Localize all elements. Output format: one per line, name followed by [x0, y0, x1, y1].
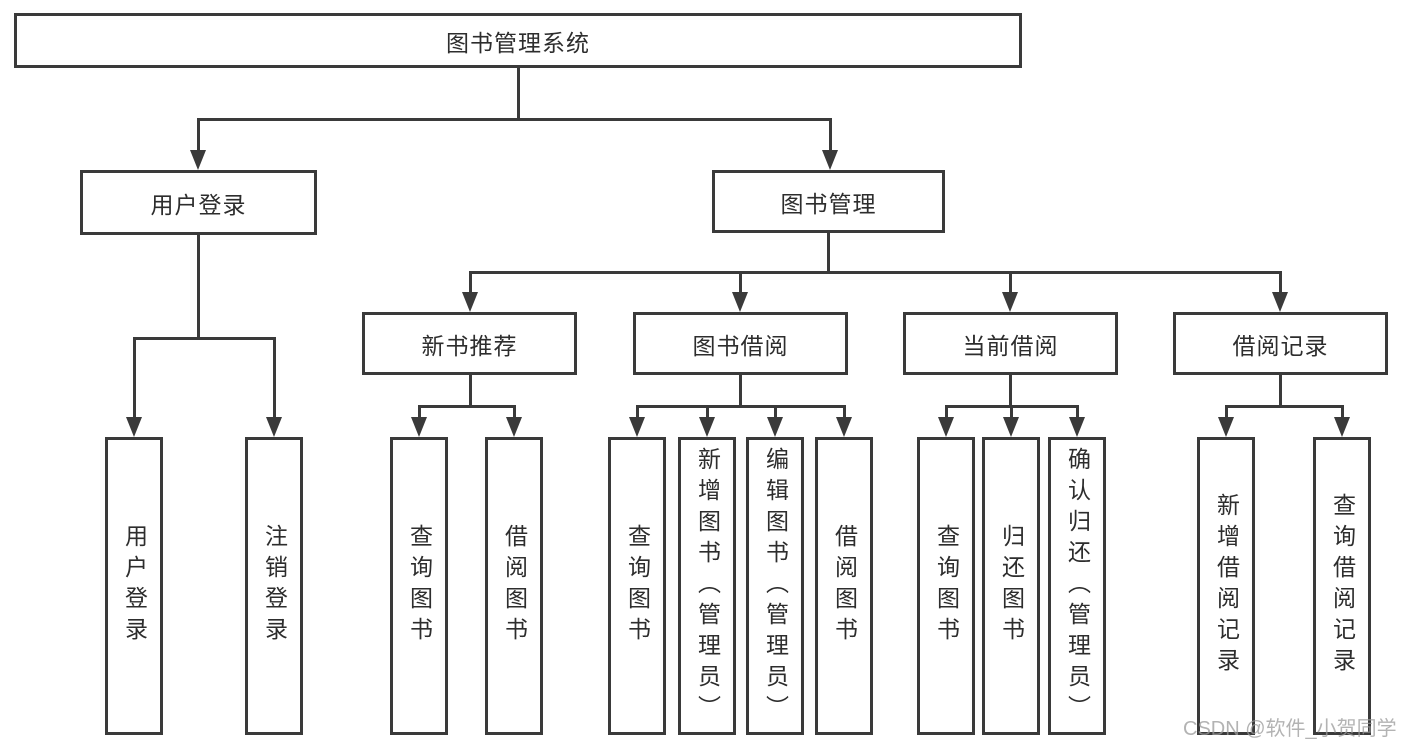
- connector-borrow-record-rail: [1224, 405, 1344, 408]
- leaf-rec-borrow-book-label: 借阅图书: [501, 524, 528, 648]
- leaf-user-login: 用户登录: [105, 437, 163, 735]
- arrowhead-ul-login: [126, 417, 142, 437]
- arrowhead-cb-return: [1003, 417, 1019, 437]
- leaf-br-query-record-label: 查询借阅记录: [1329, 493, 1356, 679]
- arrowhead-bb-query: [629, 417, 645, 437]
- connector-drop-user-login: [196, 118, 200, 152]
- connector-current-borrow-stem: [1008, 375, 1012, 408]
- connector-drop-ul-logout: [272, 337, 276, 419]
- leaf-bb-add-book: 新增图书（管理员）: [678, 437, 736, 735]
- leaf-bb-query-book-label: 查询图书: [624, 524, 651, 648]
- node-current-borrow: 当前借阅: [903, 312, 1118, 375]
- leaf-bb-borrow-book: 借阅图书: [815, 437, 873, 735]
- leaf-cb-query-book: 查询图书: [917, 437, 975, 735]
- node-new-book-rec-label: 新书推荐: [421, 332, 518, 359]
- arrowhead-nr-query: [411, 417, 427, 437]
- leaf-bb-borrow-book-label: 借阅图书: [831, 524, 858, 648]
- leaf-cb-return-book-label: 归还图书: [998, 524, 1025, 648]
- node-borrow-record: 借阅记录: [1173, 312, 1388, 375]
- leaf-rec-query-book-label: 查询图书: [406, 524, 433, 648]
- connector-borrow-record-stem: [1278, 375, 1282, 408]
- leaf-user-login-label: 用户登录: [121, 524, 148, 648]
- connector-drop-current-borrow: [1008, 271, 1012, 295]
- connector-root-rail: [196, 118, 832, 121]
- connector-user-login-stem: [196, 235, 200, 340]
- arrowhead-bb-edit: [767, 417, 783, 437]
- arrowhead-borrow-record: [1272, 292, 1288, 312]
- connector-user-login-rail: [132, 337, 276, 340]
- leaf-logout: 注销登录: [245, 437, 303, 735]
- csdn-watermark: CSDN @软件_小贺同学: [1183, 718, 1397, 740]
- leaf-br-add-record-label: 新增借阅记录: [1213, 493, 1240, 679]
- node-root: 图书管理系统: [14, 13, 1022, 68]
- connector-drop-cb-confirm: [1075, 405, 1079, 421]
- arrowhead-bb-add: [699, 417, 715, 437]
- arrowhead-bb-borrow: [836, 417, 852, 437]
- connector-drop-cb-query: [944, 405, 948, 421]
- arrowhead-br-add: [1218, 417, 1234, 437]
- connector-new-book-rec-rail: [417, 405, 516, 408]
- connector-drop-br-add: [1224, 405, 1228, 421]
- arrowhead-nr-borrow: [506, 417, 522, 437]
- node-user-login: 用户登录: [80, 170, 317, 235]
- leaf-bb-add-book-label: 新增图书（管理员）: [694, 446, 721, 726]
- connector-book-borrow-stem: [738, 375, 742, 408]
- arrowhead-br-query: [1334, 417, 1350, 437]
- node-new-book-rec: 新书推荐: [362, 312, 577, 375]
- leaf-bb-edit-book-label: 编辑图书（管理员）: [762, 446, 789, 726]
- node-user-login-label: 用户登录: [150, 191, 247, 218]
- arrowhead-ul-logout: [266, 417, 282, 437]
- leaf-cb-return-book: 归还图书: [982, 437, 1040, 735]
- arrowhead-new-book-rec: [462, 292, 478, 312]
- connector-drop-ul-login: [132, 337, 136, 419]
- leaf-br-add-record: 新增借阅记录: [1197, 437, 1255, 735]
- leaf-cb-query-book-label: 查询图书: [933, 524, 960, 648]
- leaf-br-query-record: 查询借阅记录: [1313, 437, 1371, 735]
- leaf-rec-borrow-book: 借阅图书: [485, 437, 543, 735]
- leaf-bb-edit-book: 编辑图书（管理员）: [746, 437, 804, 735]
- leaf-cb-confirm-return: 确认归还（管理员）: [1048, 437, 1106, 735]
- leaf-cb-confirm-return-label: 确认归还（管理员）: [1064, 446, 1091, 726]
- leaf-logout-label: 注销登录: [261, 524, 288, 648]
- connector-drop-bb-add: [705, 405, 709, 421]
- connector-book-borrow-rail: [635, 405, 846, 408]
- node-root-label: 图书管理系统: [446, 29, 590, 56]
- leaf-bb-query-book: 查询图书: [608, 437, 666, 735]
- connector-drop-book-mgmt: [828, 118, 832, 152]
- connector-drop-book-borrow: [738, 271, 742, 295]
- connector-root-stem: [516, 68, 520, 120]
- connector-new-book-rec-stem: [468, 375, 472, 408]
- connector-book-mgmt-stem: [826, 233, 830, 274]
- node-borrow-record-label: 借阅记录: [1232, 332, 1329, 359]
- connector-drop-br-query: [1340, 405, 1344, 421]
- connector-drop-bb-query: [635, 405, 639, 421]
- connector-drop-bb-edit: [773, 405, 777, 421]
- connector-drop-new-book-rec: [468, 271, 472, 295]
- connector-book-mgmt-rail: [468, 271, 1282, 274]
- arrowhead-cb-confirm: [1069, 417, 1085, 437]
- connector-drop-nr-borrow: [512, 405, 516, 421]
- arrowhead-current-borrow: [1002, 292, 1018, 312]
- node-book-borrow-label: 图书借阅: [692, 332, 789, 359]
- connector-drop-cb-return: [1009, 405, 1013, 421]
- arrowhead-cb-query: [938, 417, 954, 437]
- connector-drop-borrow-record: [1278, 271, 1282, 295]
- arrowhead-user-login: [190, 150, 206, 170]
- node-book-borrow: 图书借阅: [633, 312, 848, 375]
- connector-drop-nr-query: [417, 405, 421, 421]
- leaf-rec-query-book: 查询图书: [390, 437, 448, 735]
- connector-drop-bb-borrow: [842, 405, 846, 421]
- node-book-mgmt-label: 图书管理: [780, 190, 877, 217]
- arrowhead-book-mgmt: [822, 150, 838, 170]
- arrowhead-book-borrow: [732, 292, 748, 312]
- node-current-borrow-label: 当前借阅: [962, 332, 1059, 359]
- node-book-mgmt: 图书管理: [712, 170, 945, 233]
